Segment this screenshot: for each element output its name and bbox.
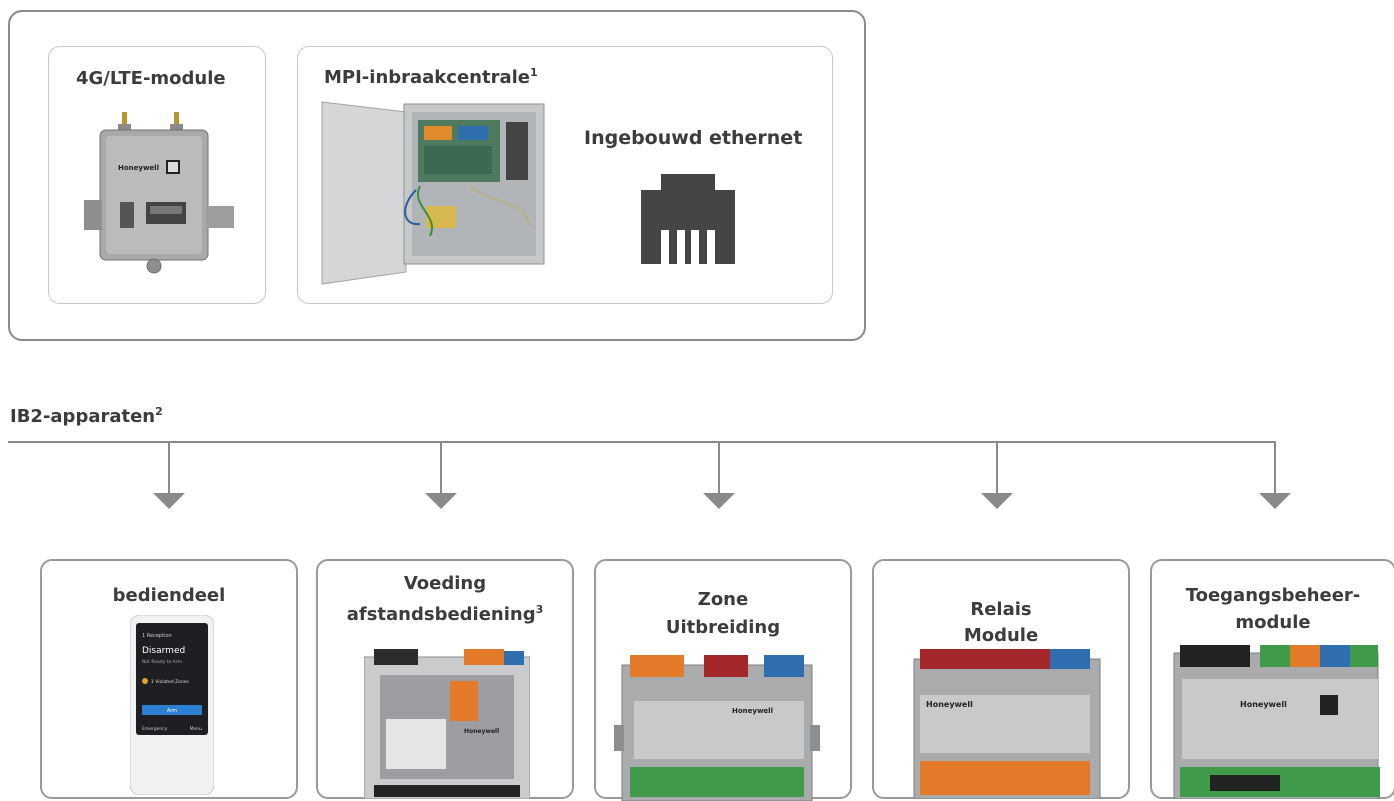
lte-module-card (48, 46, 266, 304)
relay-module-image: Honeywell (913, 649, 1101, 799)
mpi-panel-card (297, 46, 833, 304)
ib2-bus-label: IB2-apparaten2 (10, 405, 163, 427)
bus-drop-line (718, 441, 720, 493)
device-title: afstandsbediening3 (346, 603, 544, 625)
bus-drop-line (440, 441, 442, 493)
ethernet-port-icon (641, 174, 735, 264)
svg-text:Honeywell: Honeywell (926, 700, 973, 709)
device-title: bediendeel (112, 585, 226, 606)
svg-text:Disarmed: Disarmed (142, 646, 185, 656)
device-card-access-control: Toegangsbeheer- module Honeywell (1150, 559, 1394, 799)
device-card-keypad: bediendeel 1 Reception Disarmed Not Read… (40, 559, 298, 799)
keypad-image: 1 Reception Disarmed Not Ready to Arm 1 … (130, 615, 214, 795)
device-title: Uitbreiding (665, 617, 781, 638)
bus-arrow (703, 493, 735, 509)
zone-expander-image: Honeywell (614, 655, 820, 801)
device-title: Relais (970, 599, 1032, 620)
bus-arrow (425, 493, 457, 509)
svg-text:Honeywell: Honeywell (464, 728, 499, 735)
bus-drop-line (1274, 441, 1276, 493)
svg-text:Honeywell: Honeywell (732, 707, 773, 715)
device-card-zone-expander: Zone Uitbreiding Honeywell (594, 559, 852, 801)
mpi-panel-image (321, 101, 545, 285)
bus-drop-line (168, 441, 170, 493)
device-card-power-supply: Voeding afstandsbediening3 Honeywell (316, 559, 574, 799)
device-title: Toegangsbeheer- (1185, 585, 1361, 606)
svg-text:1 Violated Zones: 1 Violated Zones (151, 679, 190, 685)
mpi-panel-title: MPI-inbraakcentrale1 (324, 66, 538, 88)
bus-arrow (1259, 493, 1291, 509)
power-supply-image: Honeywell (364, 649, 530, 799)
svg-text:Menu: Menu (190, 726, 203, 732)
svg-text:Honeywell: Honeywell (118, 164, 159, 172)
device-title: module (1235, 612, 1311, 633)
device-title: Voeding (403, 573, 487, 594)
ethernet-label: Ingebouwd ethernet (584, 127, 803, 149)
svg-text:1 Reception: 1 Reception (142, 633, 172, 639)
lte-module-image: Honeywell (84, 112, 234, 274)
device-title: Zone (697, 589, 749, 610)
ib2-bus-line (8, 441, 1276, 443)
bus-drop-line (996, 441, 998, 493)
device-card-relay-module: Relais Module Honeywell (872, 559, 1130, 799)
svg-text:Honeywell: Honeywell (1240, 700, 1287, 709)
device-title: Module (963, 625, 1039, 646)
lte-module-title: 4G/LTE-module (76, 68, 226, 89)
svg-text:Emergency: Emergency (142, 726, 168, 732)
bus-arrow (981, 493, 1013, 509)
svg-text:Arm: Arm (167, 708, 177, 714)
control-panel-group (8, 10, 866, 341)
access-control-image: Honeywell (1173, 645, 1380, 799)
svg-text:Not Ready to Arm: Not Ready to Arm (142, 659, 182, 665)
bus-arrow (153, 493, 185, 509)
